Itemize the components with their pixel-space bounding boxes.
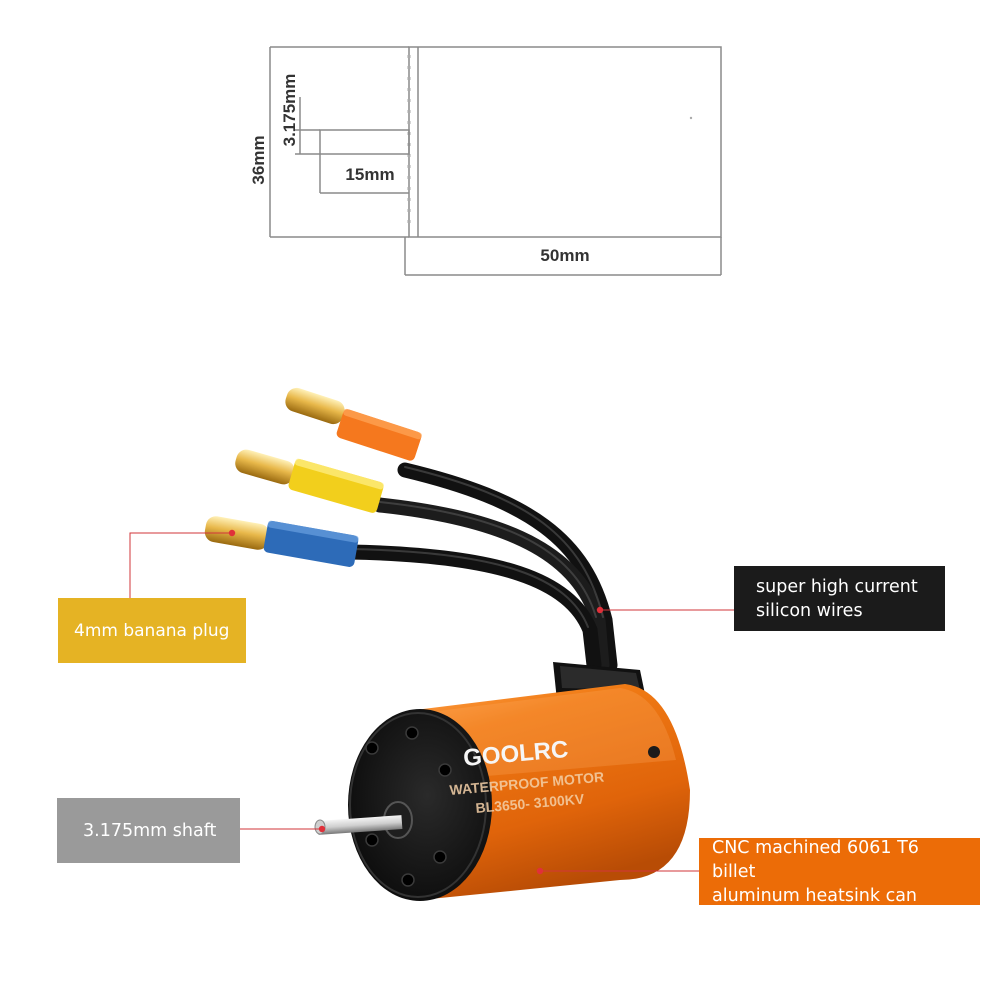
drawing-speck bbox=[689, 116, 693, 120]
drawing-shaft bbox=[319, 129, 410, 155]
leader-banana-plug bbox=[129, 532, 232, 598]
dim-label-diameter: 36mm bbox=[249, 135, 268, 184]
dim-label-body-length: 50mm bbox=[540, 246, 589, 265]
leader-lines bbox=[129, 532, 734, 872]
leader-dots bbox=[228, 529, 604, 875]
callout-banana-plug-line-1: 4mm banana plug bbox=[74, 620, 230, 641]
technical-drawing bbox=[269, 46, 722, 276]
motor-end-cap bbox=[348, 709, 492, 901]
callout-heatsink-can: CNC machined 6061 T6 billet aluminum hea… bbox=[699, 837, 980, 906]
drawing-motor-body bbox=[408, 46, 722, 238]
callout-banana-plug: 4mm banana plug bbox=[58, 598, 246, 663]
callout-heatsink-can-line-1: CNC machined 6061 T6 billet bbox=[712, 837, 919, 882]
can-screw bbox=[648, 746, 660, 758]
silicon-wires bbox=[342, 462, 618, 673]
callout-silicon-wires-line-2: silicon wires bbox=[756, 600, 863, 621]
motor: GOOLRC WATERPROOF MOTOR BL3650- 3100KV bbox=[314, 662, 690, 901]
callout-heatsink-can-line-2: aluminum heatsink can bbox=[712, 885, 918, 906]
banana-plug-yellow bbox=[235, 449, 384, 513]
callout-silicon-wires-line-1: super high current bbox=[756, 576, 918, 597]
callout-shaft: 3.175mm shaft bbox=[57, 798, 240, 863]
banana-plug-orange bbox=[285, 387, 422, 461]
callout-silicon-wires: super high current silicon wires bbox=[734, 566, 945, 631]
dim-label-shaft-length: 15mm bbox=[345, 165, 394, 184]
dim-label-shaft-diameter: 3.175mm bbox=[280, 74, 299, 147]
callout-shaft-line-1: 3.175mm shaft bbox=[83, 820, 217, 841]
banana-plug-blue bbox=[204, 516, 359, 567]
